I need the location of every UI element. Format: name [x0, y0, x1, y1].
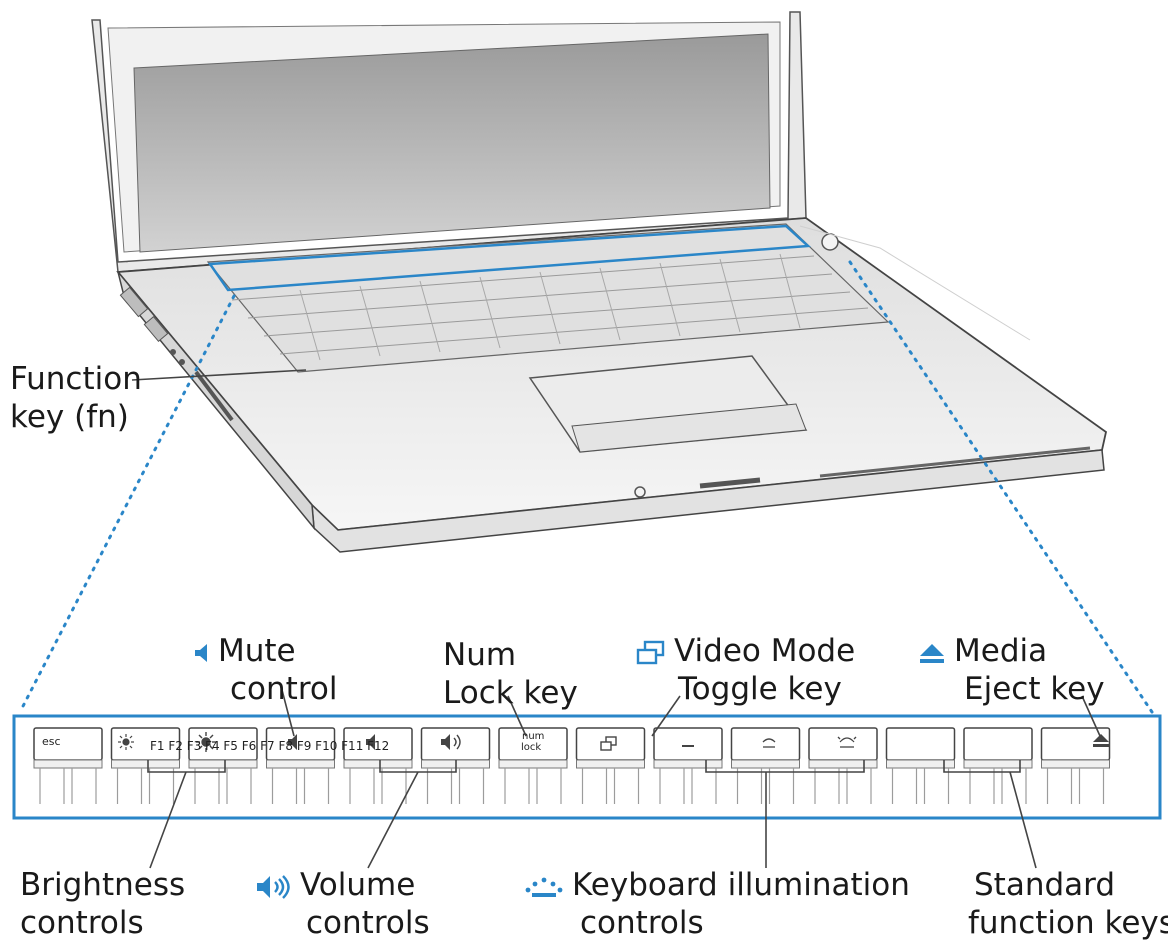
key-cap — [885, 727, 956, 761]
key-cap-side — [111, 759, 180, 769]
speaker-waves-icon — [257, 874, 290, 899]
mute-key-icon — [288, 734, 297, 750]
keyboard-illumination-title: Keyboard illumination — [572, 867, 910, 903]
num-lock-line-2: Lock key — [443, 675, 578, 711]
media-eject-line-1: Media — [918, 632, 1105, 670]
brightness-line-2: controls — [20, 905, 144, 941]
mute-title: Mute — [218, 633, 296, 669]
brightness-line-1: Brightness — [20, 867, 186, 903]
volume-callout: Volume controls — [256, 866, 430, 942]
video-mode-callout: Video Mode Toggle key — [636, 632, 855, 708]
laptop-illustration — [91, 11, 1108, 553]
esc-key-label: esc — [42, 735, 61, 748]
mute-callout: Mute control — [194, 632, 337, 708]
lock-key-label: lock — [521, 742, 542, 753]
function-key-strip — [12, 714, 1162, 820]
brightness-callout: Brightness controls — [20, 866, 185, 942]
video-mode-key-icon — [600, 736, 617, 751]
num-key-label: num — [522, 731, 545, 742]
brightness-down-key-icon — [118, 734, 134, 750]
function-key-line-2: key (fn) — [10, 399, 129, 435]
volume-down-key-icon — [366, 734, 375, 750]
key-cap — [963, 727, 1033, 761]
brightness-up-key-icon — [196, 732, 216, 752]
key-cap-side — [731, 759, 800, 769]
illumination-icon — [525, 877, 563, 897]
key-cap-side — [653, 759, 723, 769]
video-mode-title: Video Mode — [674, 633, 856, 669]
num-lock-callout: Num Lock key — [443, 636, 578, 712]
zoom-connector-lines — [18, 260, 1154, 714]
function-key-line-1: Function — [10, 361, 142, 397]
key-cap — [653, 727, 723, 761]
illumination-up-key-icon — [837, 736, 857, 748]
key-cap — [808, 727, 878, 761]
keyboard-illumination-callout: Keyboard illumination controls — [524, 866, 910, 942]
function-key-callout: Function key (fn) — [10, 360, 142, 436]
eject-icon — [920, 643, 944, 663]
media-eject-title: Media — [954, 633, 1048, 669]
keyboard-illumination-line-2: controls — [580, 905, 704, 941]
leader-lines — [131, 369, 1101, 869]
key-cap-side — [1041, 759, 1110, 769]
mute-line-2: control — [230, 671, 338, 707]
key-cap-side — [498, 759, 568, 769]
standard-function-keys-line-2: function keys — [968, 905, 1168, 941]
video-mode-line-1: Video Mode — [636, 632, 855, 670]
key-cap-side — [886, 759, 955, 769]
key-cap-side — [343, 759, 413, 769]
video-mode-line-2: Toggle key — [678, 671, 842, 707]
volume-title: Volume — [300, 867, 416, 903]
key-cap — [730, 727, 801, 761]
key-cap-side — [33, 759, 103, 769]
standard-function-keys-line-1: Standard — [974, 867, 1116, 903]
volume-up-key-icon — [441, 734, 461, 750]
eject-key-icon — [1093, 734, 1109, 747]
illumination-down-key-icon — [762, 738, 776, 748]
volume-line-2: controls — [306, 905, 430, 941]
volume-line-1: Volume — [256, 866, 430, 904]
key-cap-side — [963, 759, 1033, 769]
display-mirror-icon — [636, 640, 665, 664]
key-cap-side — [576, 759, 645, 769]
speaker-icon — [195, 643, 207, 662]
key-cap-side — [188, 759, 258, 769]
mute-line-1: Mute — [194, 632, 337, 670]
media-eject-callout: Media Eject key — [918, 632, 1105, 708]
f-keys-label: F1 F2 F3 F4 F5 F6 F7 F8 F9 F10 F11 F12 — [150, 739, 390, 753]
standard-function-keys-callout: Standard function keys — [968, 866, 1168, 942]
keyboard-illumination-line-1: Keyboard illumination — [524, 866, 910, 904]
media-eject-line-2: Eject key — [964, 671, 1105, 707]
key-cap-side — [808, 759, 878, 769]
key-cap-side — [266, 759, 335, 769]
num-lock-line-1: Num — [443, 637, 517, 673]
